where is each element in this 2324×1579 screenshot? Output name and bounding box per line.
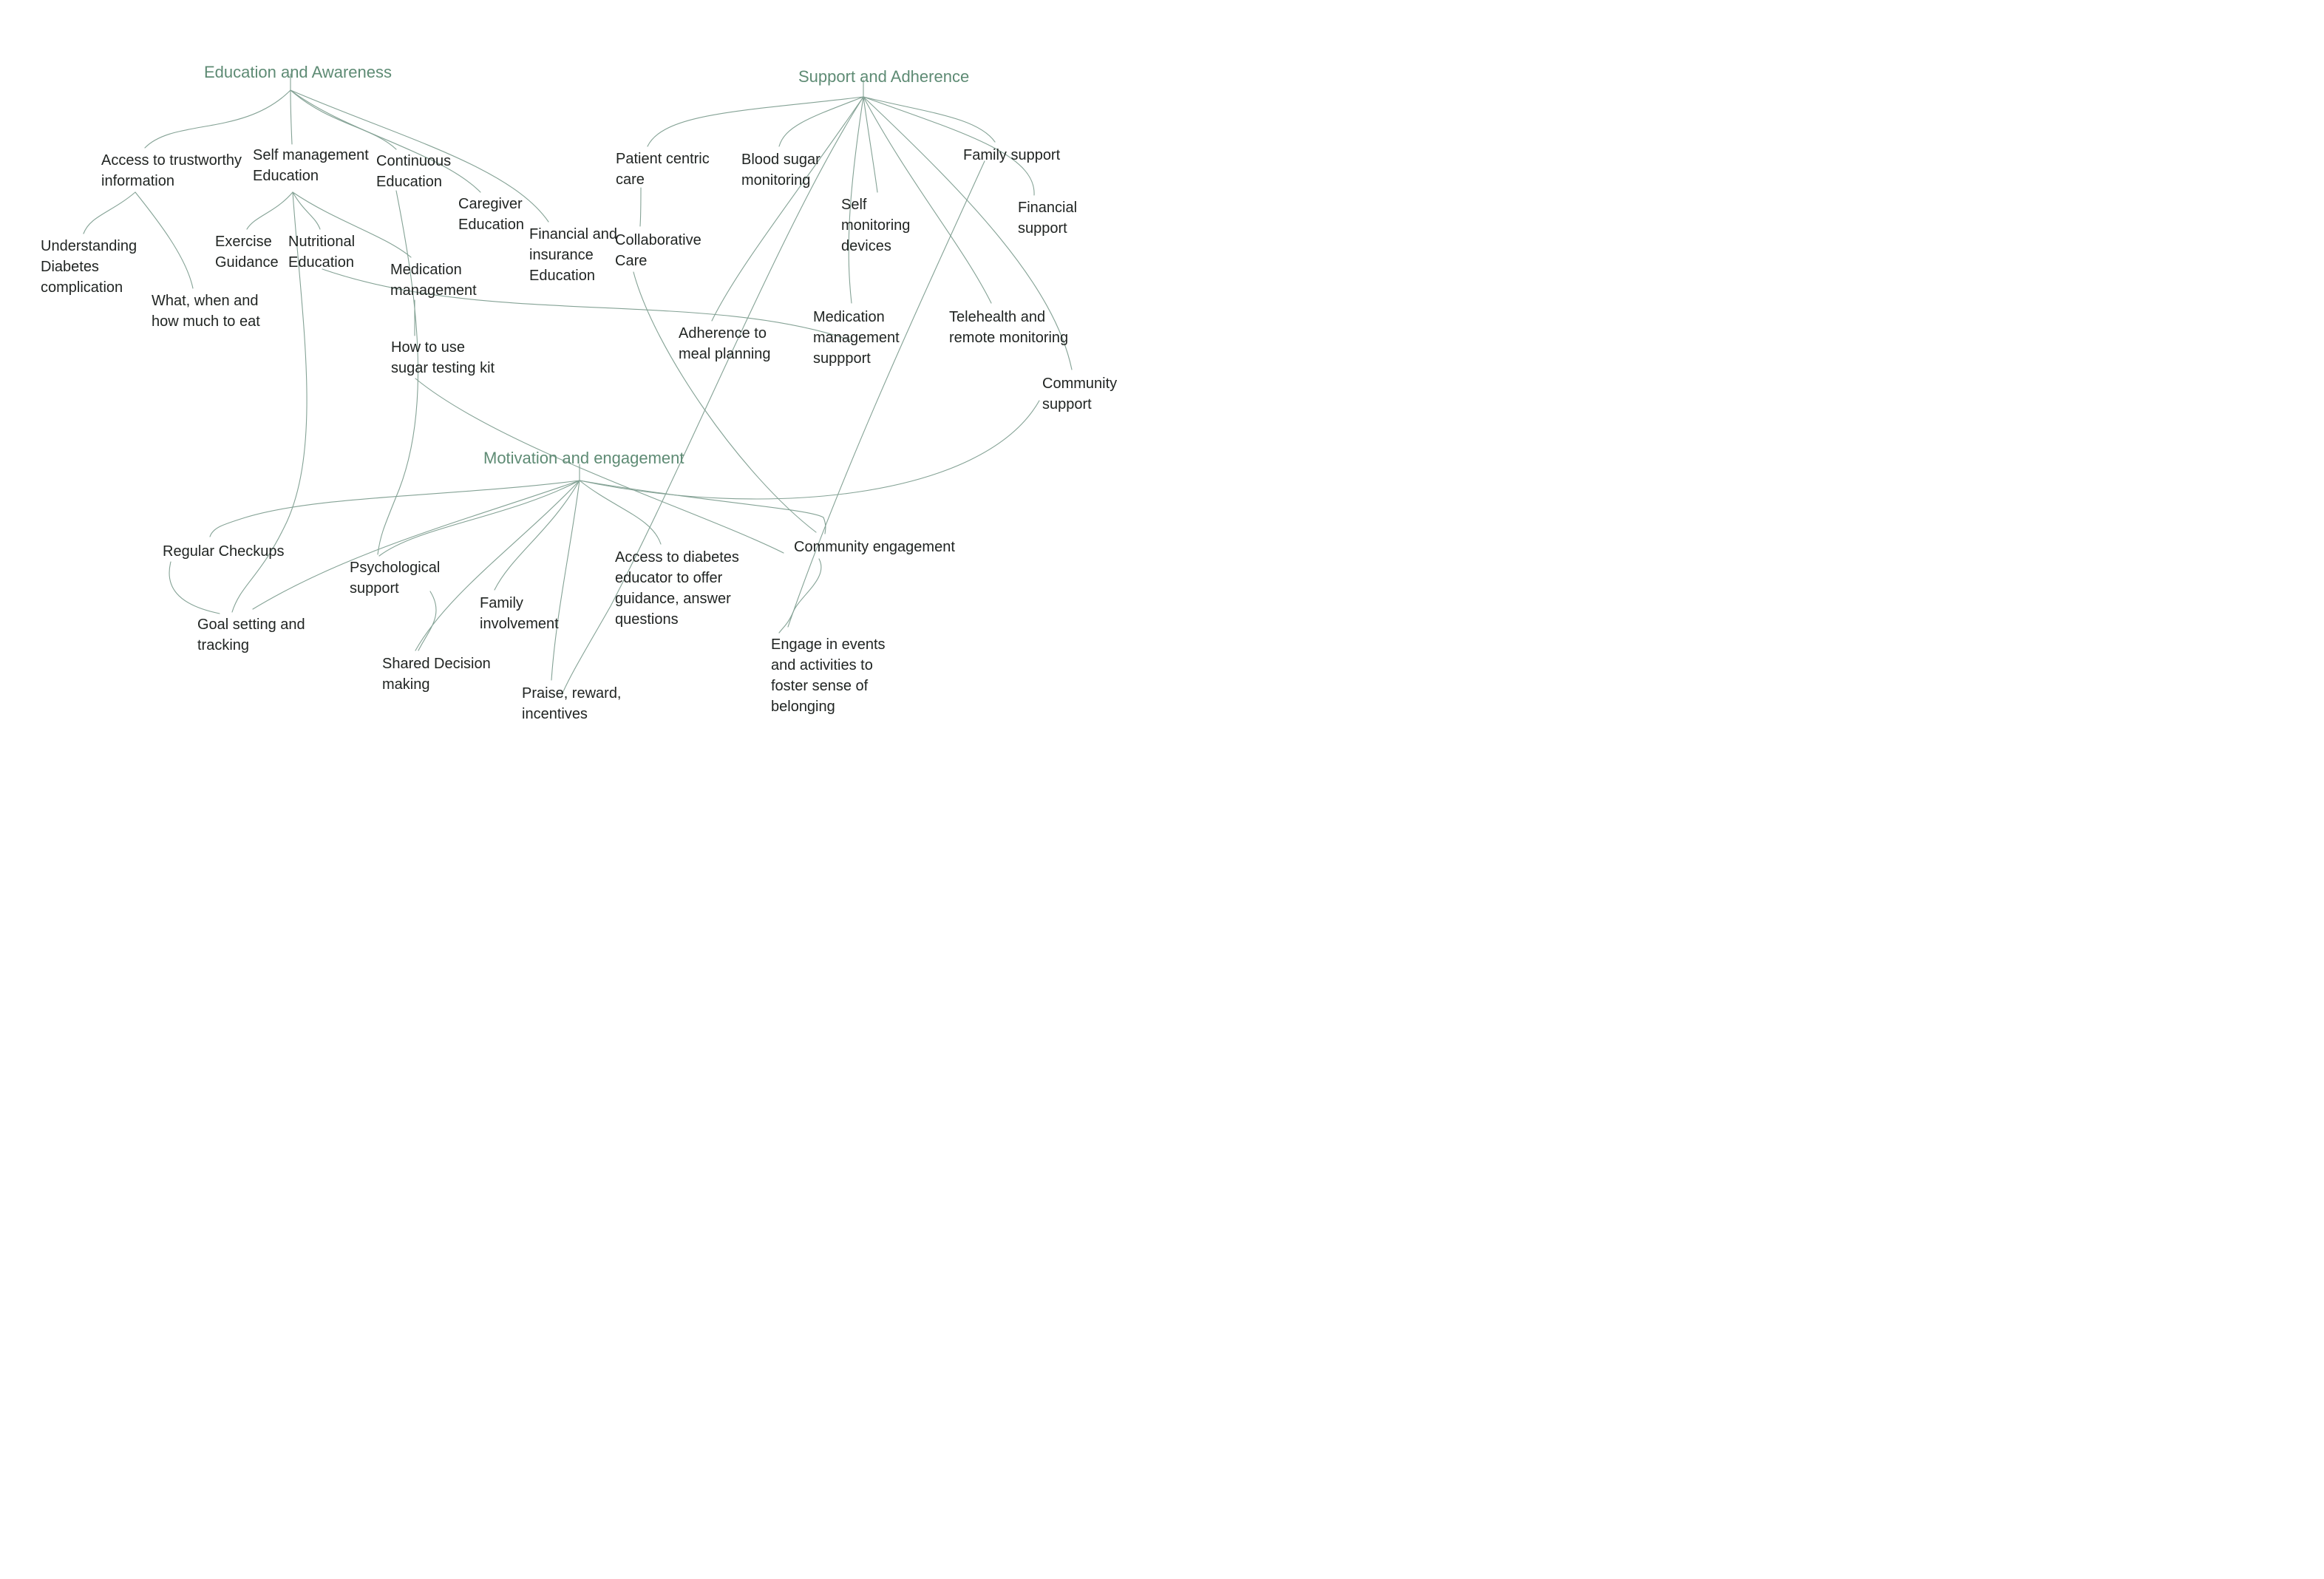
edge-access-whatwhen	[135, 191, 194, 289]
node-what-when-how-much-to-eat: What, when and how much to eat	[152, 293, 260, 330]
node-family-involvement: Family involvement	[480, 595, 559, 632]
edge-sa-selfmon	[863, 96, 878, 193]
edge-me-educator	[579, 480, 662, 545]
edge-ea-finins	[290, 89, 549, 223]
edge-sa-finsup	[863, 96, 1035, 196]
node-financial-and-insurance-education: Financial and insurance Education	[529, 226, 617, 284]
edge-sa-famsup	[863, 96, 996, 143]
edge-sa-commsup	[863, 96, 1073, 370]
node-medication-management: Medication management	[390, 262, 477, 299]
connector-lines	[83, 73, 1073, 696]
edge-collab-commeng	[633, 271, 817, 533]
edge-me-goal	[252, 480, 580, 610]
edge-ea-caregiver	[290, 89, 481, 193]
node-nutritional-education: Nutritional Education	[288, 234, 356, 271]
edge-sa-telehealth	[863, 96, 992, 304]
node-engage-in-events-and-activities: Engage in events and activities to foste…	[771, 636, 886, 715]
edge-selfmgmt-nutritional	[292, 191, 321, 230]
edge-commeng-engage	[778, 558, 822, 634]
node-collaborative-care: Collaborative Care	[615, 232, 701, 269]
node-patient-centric-care: Patient centric care	[616, 151, 710, 188]
node-telehealth-and-remote-monitoring: Telehealth and remote monitoring	[949, 309, 1069, 346]
mind-map-canvas: Education and Awareness Support and Adhe…	[0, 0, 1162, 789]
edge-regular-goal	[169, 561, 220, 614]
node-understanding-diabetes-complication: Understanding Diabetes complication	[41, 238, 137, 296]
node-self-management-education: Self management Education	[253, 147, 369, 184]
edge-me-faminv	[494, 480, 580, 591]
node-access-to-trustworthy-information: Access to trustworthy information	[101, 152, 242, 189]
edge-sa-patient	[647, 96, 864, 147]
node-psychological-support: Psychological support	[350, 560, 441, 597]
edge-howto-commeng	[415, 378, 784, 554]
node-exercise-guidance: Exercise Guidance	[215, 234, 279, 271]
node-caregiver-education: Caregiver Education	[458, 196, 524, 233]
node-continuous-education: Continuous Education	[376, 153, 452, 190]
edge-me-regular	[209, 480, 580, 537]
node-financial-support: Financial support	[1018, 200, 1078, 237]
edge-selfmgmt-exercise	[246, 191, 293, 230]
node-community-support: Community support	[1042, 376, 1118, 412]
edge-nutritional-medsupp	[322, 268, 851, 341]
edge-ea-continuous	[290, 89, 397, 150]
topic-motivation-and-engagement: Motivation and engagement	[483, 449, 684, 467]
edge-me-commsup	[579, 400, 1040, 500]
node-access-to-diabetes-educator: Access to diabetes educator to offer gui…	[615, 549, 739, 628]
node-adherence-to-meal-planning: Adherence to meal planning	[679, 325, 771, 362]
edge-me-commeng	[579, 480, 826, 534]
edge-sa-medsupp	[848, 96, 864, 304]
node-regular-checkups: Regular Checkups	[163, 543, 285, 560]
node-shared-decision-making: Shared Decision making	[382, 656, 491, 693]
edge-sa-blood	[778, 96, 864, 147]
edge-ea-access	[144, 89, 291, 149]
edge-sa-adherence	[711, 96, 864, 322]
edge-me-shared	[415, 480, 580, 651]
edge-famsup-engage	[787, 160, 985, 628]
edge-selfmgmt-medmgmt	[292, 191, 412, 258]
node-medication-management-suppport: Medication management suppport	[813, 309, 900, 367]
edge-me-praise	[551, 480, 580, 681]
edge-access-understanding	[83, 191, 136, 234]
node-how-to-use-sugar-testing-kit: How to use sugar testing kit	[391, 339, 495, 376]
node-praise-reward-incentives: Praise, reward, incentives	[522, 685, 622, 722]
node-community-engagement: Community engagement	[794, 539, 955, 555]
node-goal-setting-and-tracking: Goal setting and tracking	[197, 617, 305, 653]
edge-psych-shared	[418, 591, 437, 651]
node-self-monitoring-devices: Self monitoring devices	[841, 197, 911, 254]
node-family-support: Family support	[963, 147, 1061, 163]
topic-education-and-awareness: Education and Awareness	[204, 63, 392, 81]
node-blood-sugar-monitoring: Blood sugar monitoring	[741, 152, 820, 189]
edge-patient-collab	[639, 187, 642, 227]
edge-sa-praise	[561, 96, 864, 696]
edge-selfmgmt-goal	[231, 191, 308, 613]
edge-ea-selfmgmt	[290, 89, 293, 145]
topic-support-and-adherence: Support and Adherence	[798, 67, 970, 86]
edge-me-psych	[378, 480, 580, 557]
edge-continuous-psych	[377, 190, 419, 555]
